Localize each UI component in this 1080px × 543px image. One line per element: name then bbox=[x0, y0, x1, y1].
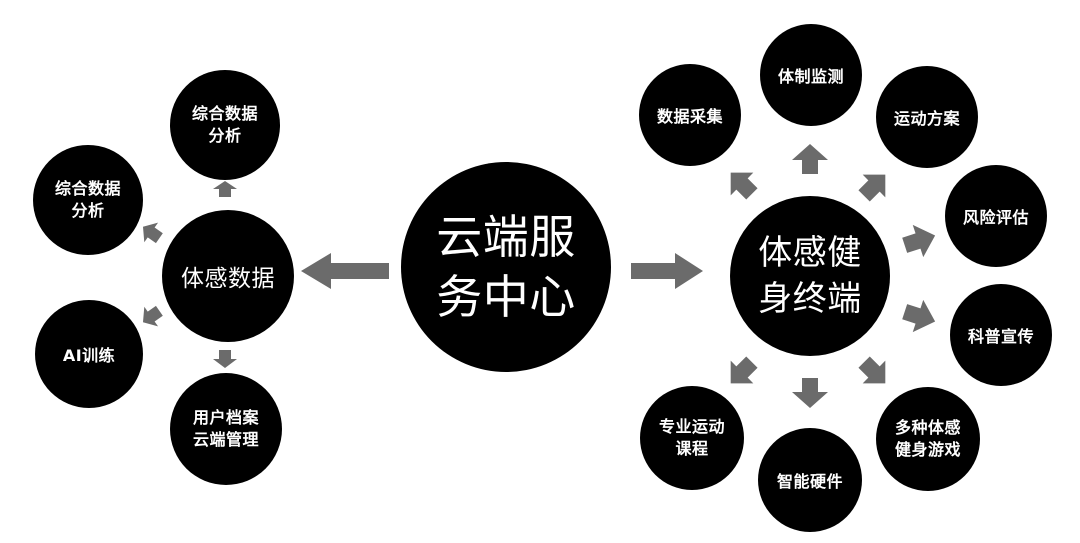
arrow-shape bbox=[213, 350, 237, 368]
arrow-to-right-collect bbox=[730, 172, 758, 200]
left-top-node: 综合数据 分析 bbox=[170, 70, 280, 180]
terminal-hub-label: 体感健 身终端 bbox=[758, 233, 862, 319]
arrow-shape bbox=[213, 181, 237, 197]
left-bottom-label: 用户档案 云端管理 bbox=[192, 408, 259, 449]
arrow-shape bbox=[301, 253, 389, 289]
arrow-shape bbox=[730, 356, 758, 384]
right-monitor-node: 体制监测 bbox=[760, 24, 862, 126]
center-node-label: 云端服 务中心 bbox=[436, 210, 576, 324]
left-ai-node: AI训练 bbox=[35, 300, 143, 408]
right-hardware-node: 智能硬件 bbox=[758, 428, 862, 532]
arrow-shape bbox=[858, 356, 886, 384]
arrow-to-left-ai bbox=[142, 305, 163, 327]
right-monitor-label: 体制监测 bbox=[777, 67, 844, 86]
arrow-to-right-monitor bbox=[792, 144, 828, 174]
left-top-label: 综合数据 分析 bbox=[191, 104, 258, 145]
right-courses-node: 专业运动 课程 bbox=[640, 386, 744, 490]
arrow-shape bbox=[902, 224, 936, 258]
right-collect-label: 数据采集 bbox=[656, 107, 723, 126]
right-plan-label: 运动方案 bbox=[893, 109, 960, 128]
arrow-to-right-plan bbox=[858, 174, 886, 202]
arrow-center-to-terminal-hub bbox=[631, 253, 703, 289]
arrow-to-right-risk bbox=[902, 224, 936, 258]
arrow-center-to-data-hub bbox=[301, 253, 389, 289]
right-courses-label: 专业运动 课程 bbox=[658, 417, 725, 458]
arrow-to-left-bottom bbox=[213, 350, 237, 368]
left-bottom-node: 用户档案 云端管理 bbox=[170, 373, 282, 485]
center-node: 云端服 务中心 bbox=[401, 162, 611, 372]
arrow-to-right-hardware bbox=[792, 378, 828, 408]
arrow-shape bbox=[631, 253, 703, 289]
left-upper-node: 综合数据 分析 bbox=[33, 145, 143, 255]
right-science-label: 科普宣传 bbox=[967, 327, 1034, 346]
right-hardware-label: 智能硬件 bbox=[776, 472, 843, 491]
arrow-to-right-courses bbox=[730, 356, 758, 384]
arrow-shape bbox=[142, 222, 163, 244]
right-games-label: 多种体感 健身游戏 bbox=[894, 418, 961, 459]
arrow-shape bbox=[142, 305, 163, 327]
right-collect-node: 数据采集 bbox=[639, 64, 741, 166]
right-science-node: 科普宣传 bbox=[950, 284, 1052, 386]
arrow-shape bbox=[792, 378, 828, 408]
arrow-to-left-upper bbox=[142, 222, 163, 244]
arrow-to-left-top bbox=[213, 181, 237, 197]
arrow-shape bbox=[792, 144, 828, 174]
left-upper-label: 综合数据 分析 bbox=[54, 179, 121, 220]
arrow-shape bbox=[730, 172, 758, 200]
terminal-hub-node: 体感健 身终端 bbox=[730, 196, 890, 356]
arrow-to-right-games bbox=[858, 356, 886, 384]
left-ai-label: AI训练 bbox=[62, 346, 116, 365]
right-risk-node: 风险评估 bbox=[945, 165, 1047, 267]
right-risk-label: 风险评估 bbox=[962, 208, 1029, 227]
data-hub-label: 体感数据 bbox=[181, 266, 275, 292]
arrow-shape bbox=[902, 299, 936, 333]
arrow-shape bbox=[858, 174, 886, 202]
right-plan-node: 运动方案 bbox=[876, 66, 978, 168]
arrow-to-right-science bbox=[902, 299, 936, 333]
right-games-node: 多种体感 健身游戏 bbox=[876, 387, 980, 491]
data-hub-node: 体感数据 bbox=[162, 210, 294, 342]
